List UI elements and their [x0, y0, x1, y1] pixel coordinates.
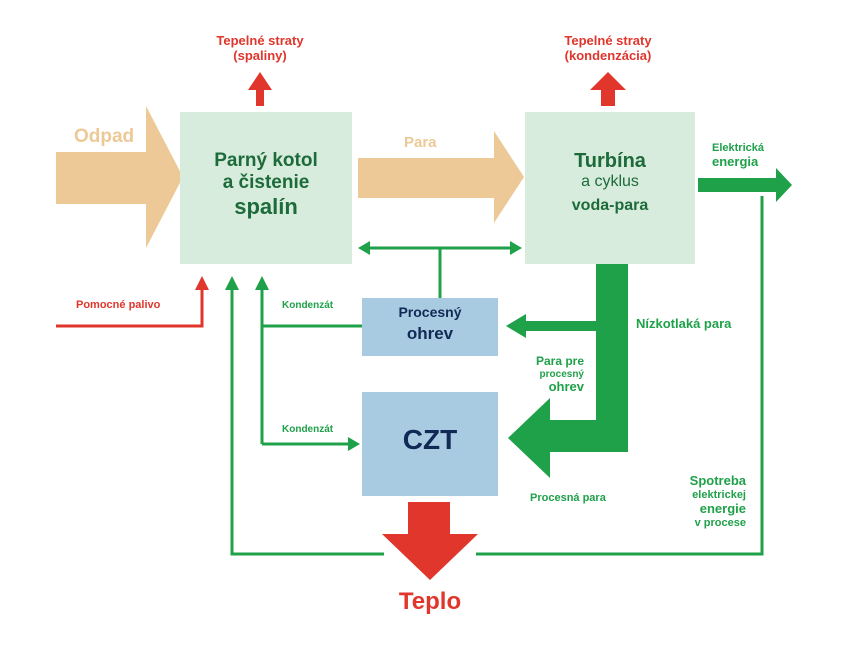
waste-input-arrow	[56, 106, 183, 248]
condensate-arrowhead-2	[348, 437, 360, 451]
electric-line1: Elektrická	[712, 142, 764, 154]
process-steam-label: Para pre procesný ohrev	[500, 354, 584, 395]
return-arrowhead	[225, 276, 239, 290]
process-steam-line3: ohrev	[548, 379, 584, 395]
process-para-label: Procesná para	[530, 492, 606, 504]
return-loop-left	[230, 288, 384, 556]
heat-output-arrow	[382, 502, 478, 580]
flue-loss-line1: Tepelné straty	[216, 33, 304, 48]
condensate-arrowhead-1	[255, 276, 269, 290]
czt-box	[362, 392, 498, 496]
consumption-line1: Spotreba	[689, 473, 746, 488]
aux-fuel-line	[56, 288, 204, 328]
process-steam-line1: Para pre	[535, 354, 584, 368]
consumption-line2: elektrickej	[692, 488, 746, 501]
electric-label: Elektrická energia	[712, 142, 764, 170]
turbine-box	[525, 112, 695, 264]
boiler-line1: Parný kotol	[214, 150, 318, 171]
process-heating-box	[362, 298, 498, 356]
condensate-label-2: Kondenzát	[282, 424, 334, 435]
condensation-loss-line1: Tepelné straty	[564, 33, 652, 48]
steam-arrow	[358, 131, 524, 223]
process-steam-line2: procesný	[539, 368, 584, 380]
steam-label: Para	[404, 134, 437, 151]
condensate-label-1: Kondenzát	[282, 300, 334, 311]
turbine-line2: a cyklus	[581, 173, 639, 190]
heat-label: Teplo	[398, 588, 462, 615]
consumption-line4: v procese	[694, 516, 746, 529]
flue-loss-label: Tepelné straty (spaliny)	[200, 33, 320, 64]
waste-label: Odpad	[74, 126, 135, 147]
process-heating-line1: Procesný	[398, 304, 462, 320]
flue-loss-line2: (spaliny)	[233, 47, 287, 63]
return-loop	[476, 196, 764, 556]
boiler-label: Parný kotol a čistenie spalín	[180, 150, 352, 219]
process-steam-big-arrow	[508, 264, 628, 478]
electric-output-arrow	[698, 168, 792, 202]
process-heating-label: Procesný ohrev	[362, 304, 498, 344]
boiler-line3: spalín	[234, 193, 298, 219]
condensation-loss-line2: (kondenzácia)	[564, 47, 652, 63]
czt-label: CZT	[402, 424, 458, 455]
link-arrowhead-right	[510, 241, 522, 255]
low-pressure-branch-head	[506, 314, 526, 338]
condensation-loss-label: Tepelné straty (kondenzácia)	[548, 33, 668, 64]
consumption-label: Spotreba elektrickej energie v procese	[662, 473, 746, 529]
low-pressure-steam-label: Nízkotlaká para	[636, 316, 732, 331]
turbine-label: Turbína a cyklus voda-para	[525, 150, 695, 216]
electric-line2: energia	[712, 153, 759, 169]
aux-fuel-label: Pomocné palivo	[76, 299, 161, 311]
boiler-line2: a čistenie	[222, 171, 310, 193]
link-arrowhead-left	[358, 241, 370, 255]
boiler-box	[180, 112, 352, 264]
aux-fuel-arrowhead	[195, 276, 209, 290]
consumption-line3: energie	[699, 500, 746, 516]
turbine-line1: Turbína	[574, 150, 646, 172]
process-heating-line2: ohrev	[406, 324, 454, 344]
turbine-line3: voda-para	[571, 197, 649, 215]
condensation-loss-arrow	[590, 72, 626, 106]
flue-loss-arrow	[248, 72, 272, 106]
